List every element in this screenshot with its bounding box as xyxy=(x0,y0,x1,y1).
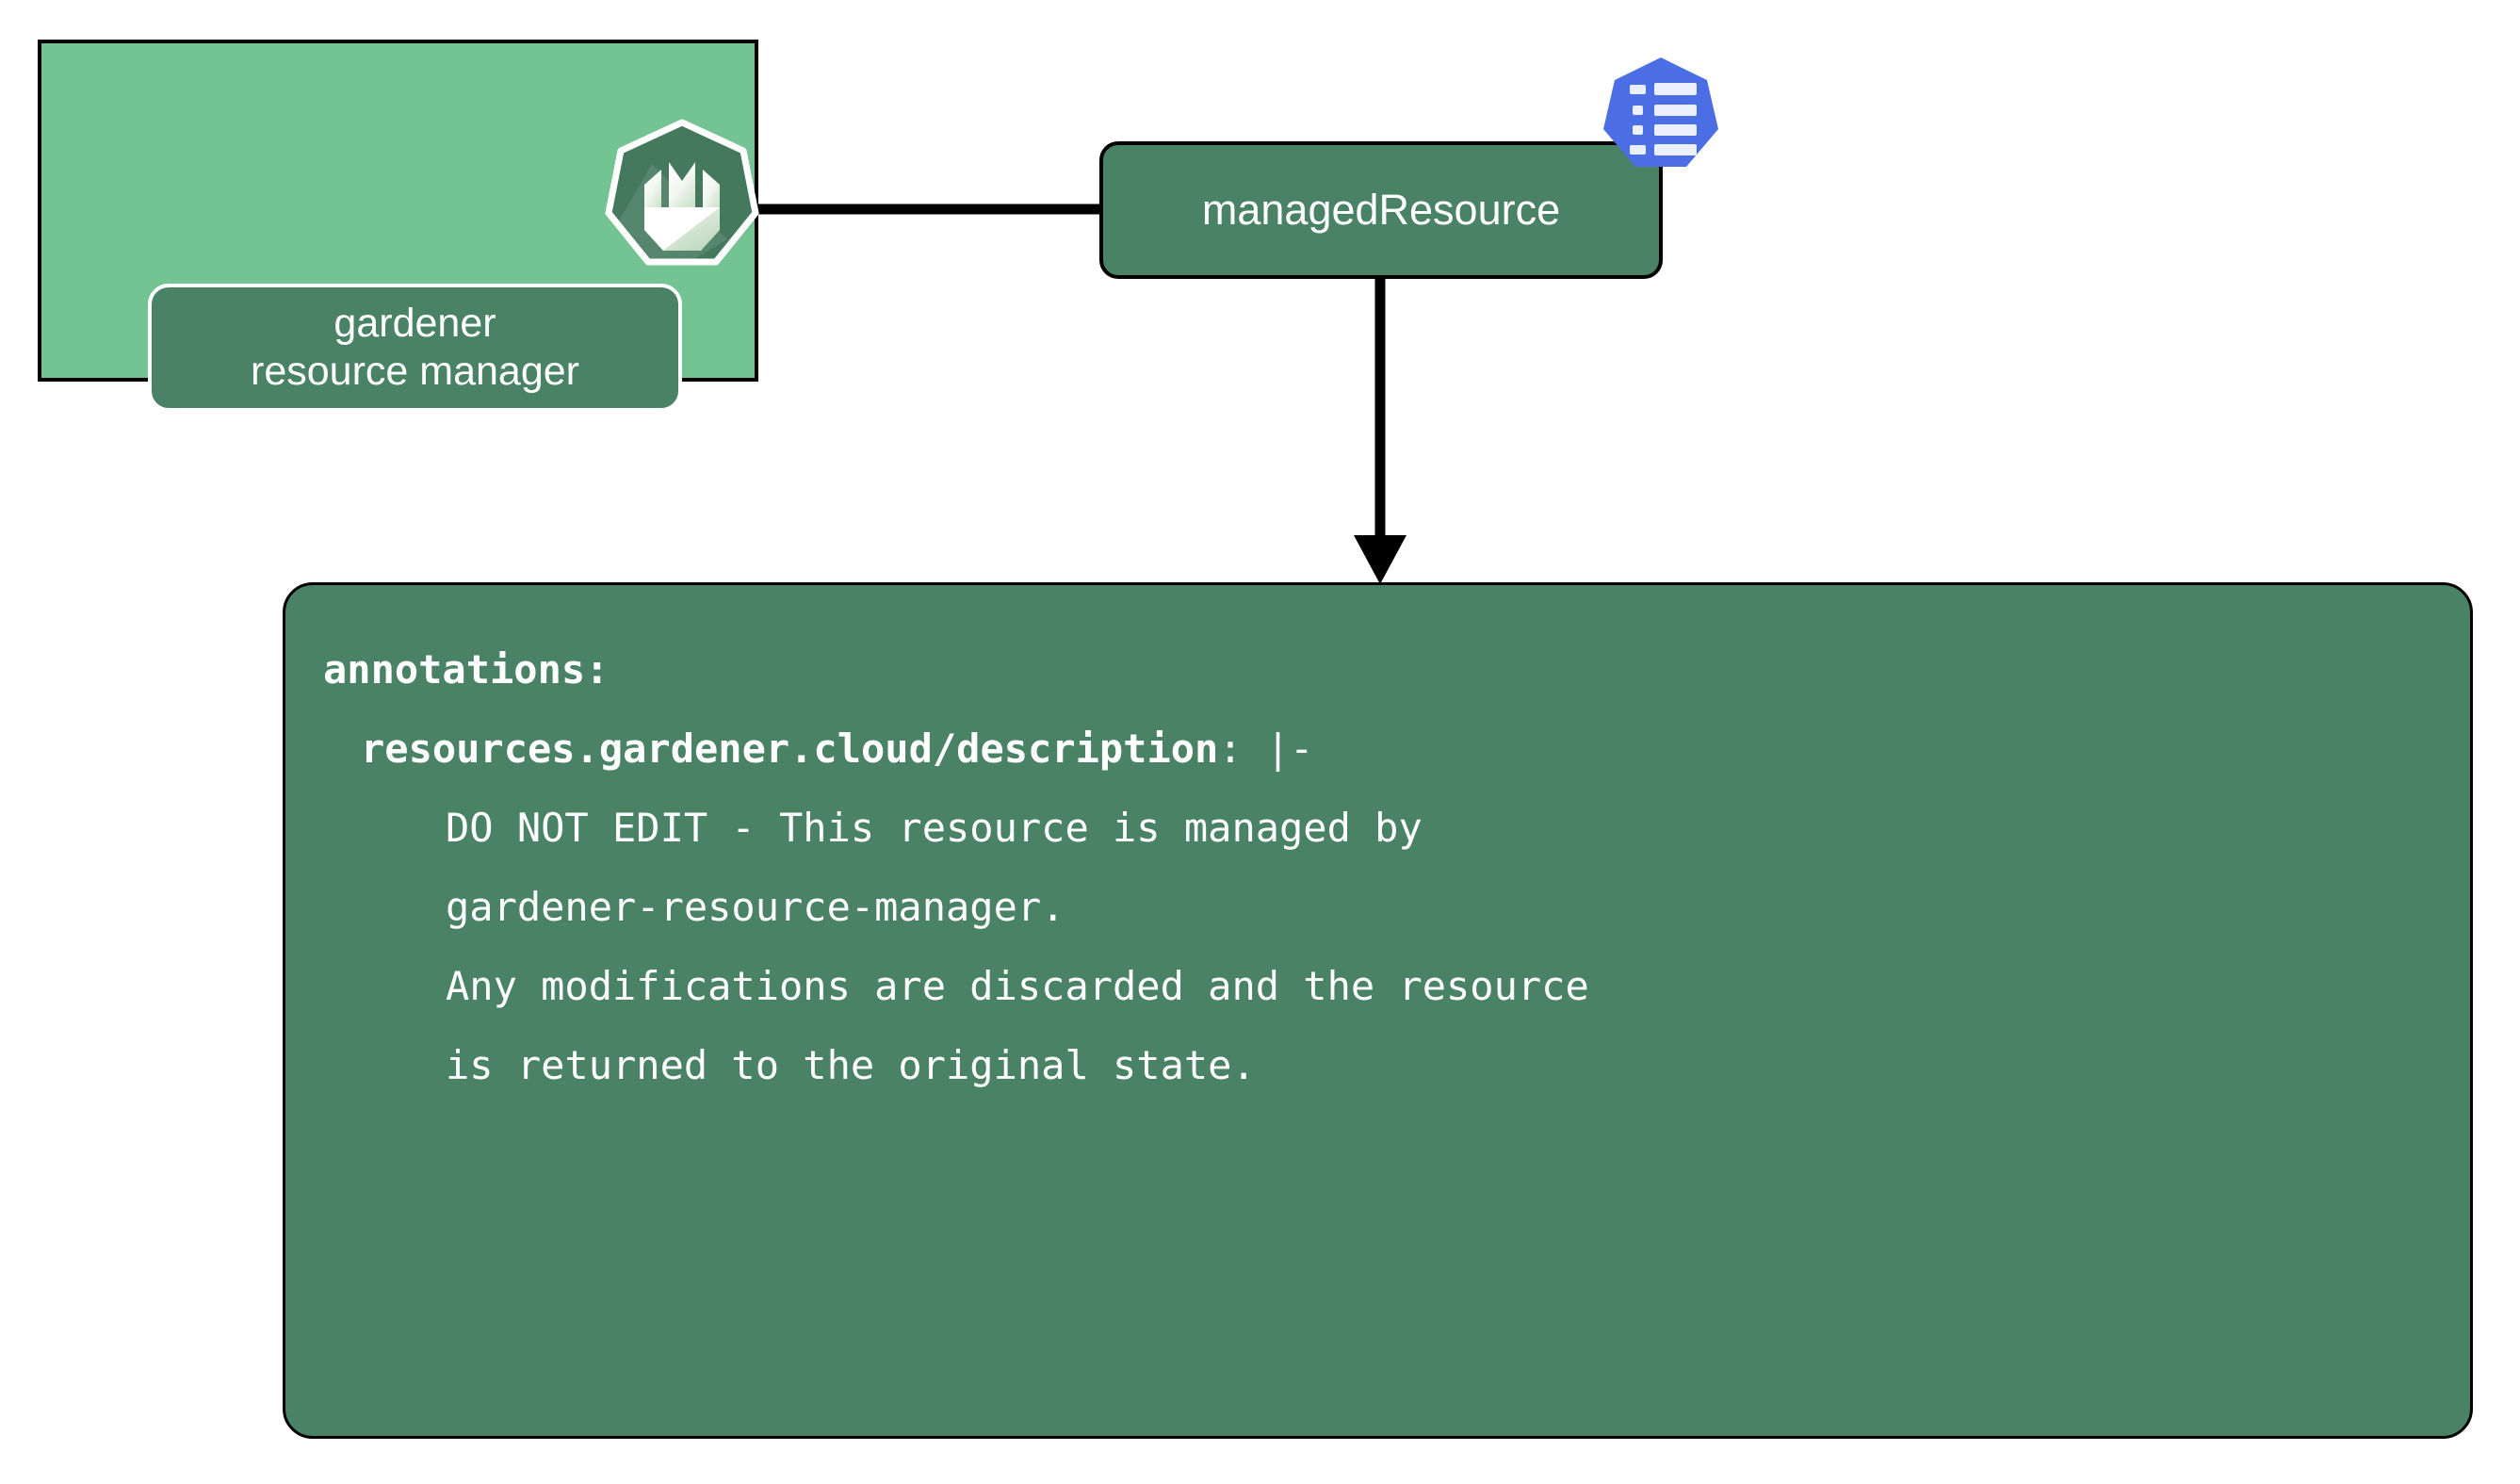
yaml-description-key-suffix: : |- xyxy=(1218,726,1314,772)
managed-resource-node[interactable]: managedResource xyxy=(1099,141,1663,279)
yaml-description-key-text: resources.gardener.cloud/description xyxy=(361,726,1219,772)
grm-node-label-line2: resource manager xyxy=(251,349,579,394)
yaml-line-body-4: is returned to the original state. xyxy=(446,1042,1256,1088)
yaml-line-annotations: annotations: xyxy=(323,646,610,693)
gardener-resource-manager-cluster[interactable]: gardener resource manager xyxy=(38,40,759,412)
yaml-line-body-1: DO NOT EDIT - This resource is managed b… xyxy=(446,805,1423,851)
yaml-line-description-key: resources.gardener.cloud/description: |- xyxy=(323,709,2470,789)
managed-resource-label: managedResource xyxy=(1201,186,1561,234)
kubernetes-configmap-icon xyxy=(1603,57,1718,167)
grm-node-label-line1: gardener xyxy=(333,301,496,347)
annotations-yaml-box: annotations: resources.gardener.cloud/de… xyxy=(283,582,2473,1439)
yaml-line-body-2: gardener-resource-manager. xyxy=(446,884,1065,930)
yaml-line-body-3: Any modifications are discarded and the … xyxy=(446,963,1589,1009)
arrowhead-icon xyxy=(1354,535,1406,584)
gardener-logo-icon xyxy=(605,119,759,266)
gardener-resource-manager-node[interactable]: gardener resource manager xyxy=(148,284,682,412)
